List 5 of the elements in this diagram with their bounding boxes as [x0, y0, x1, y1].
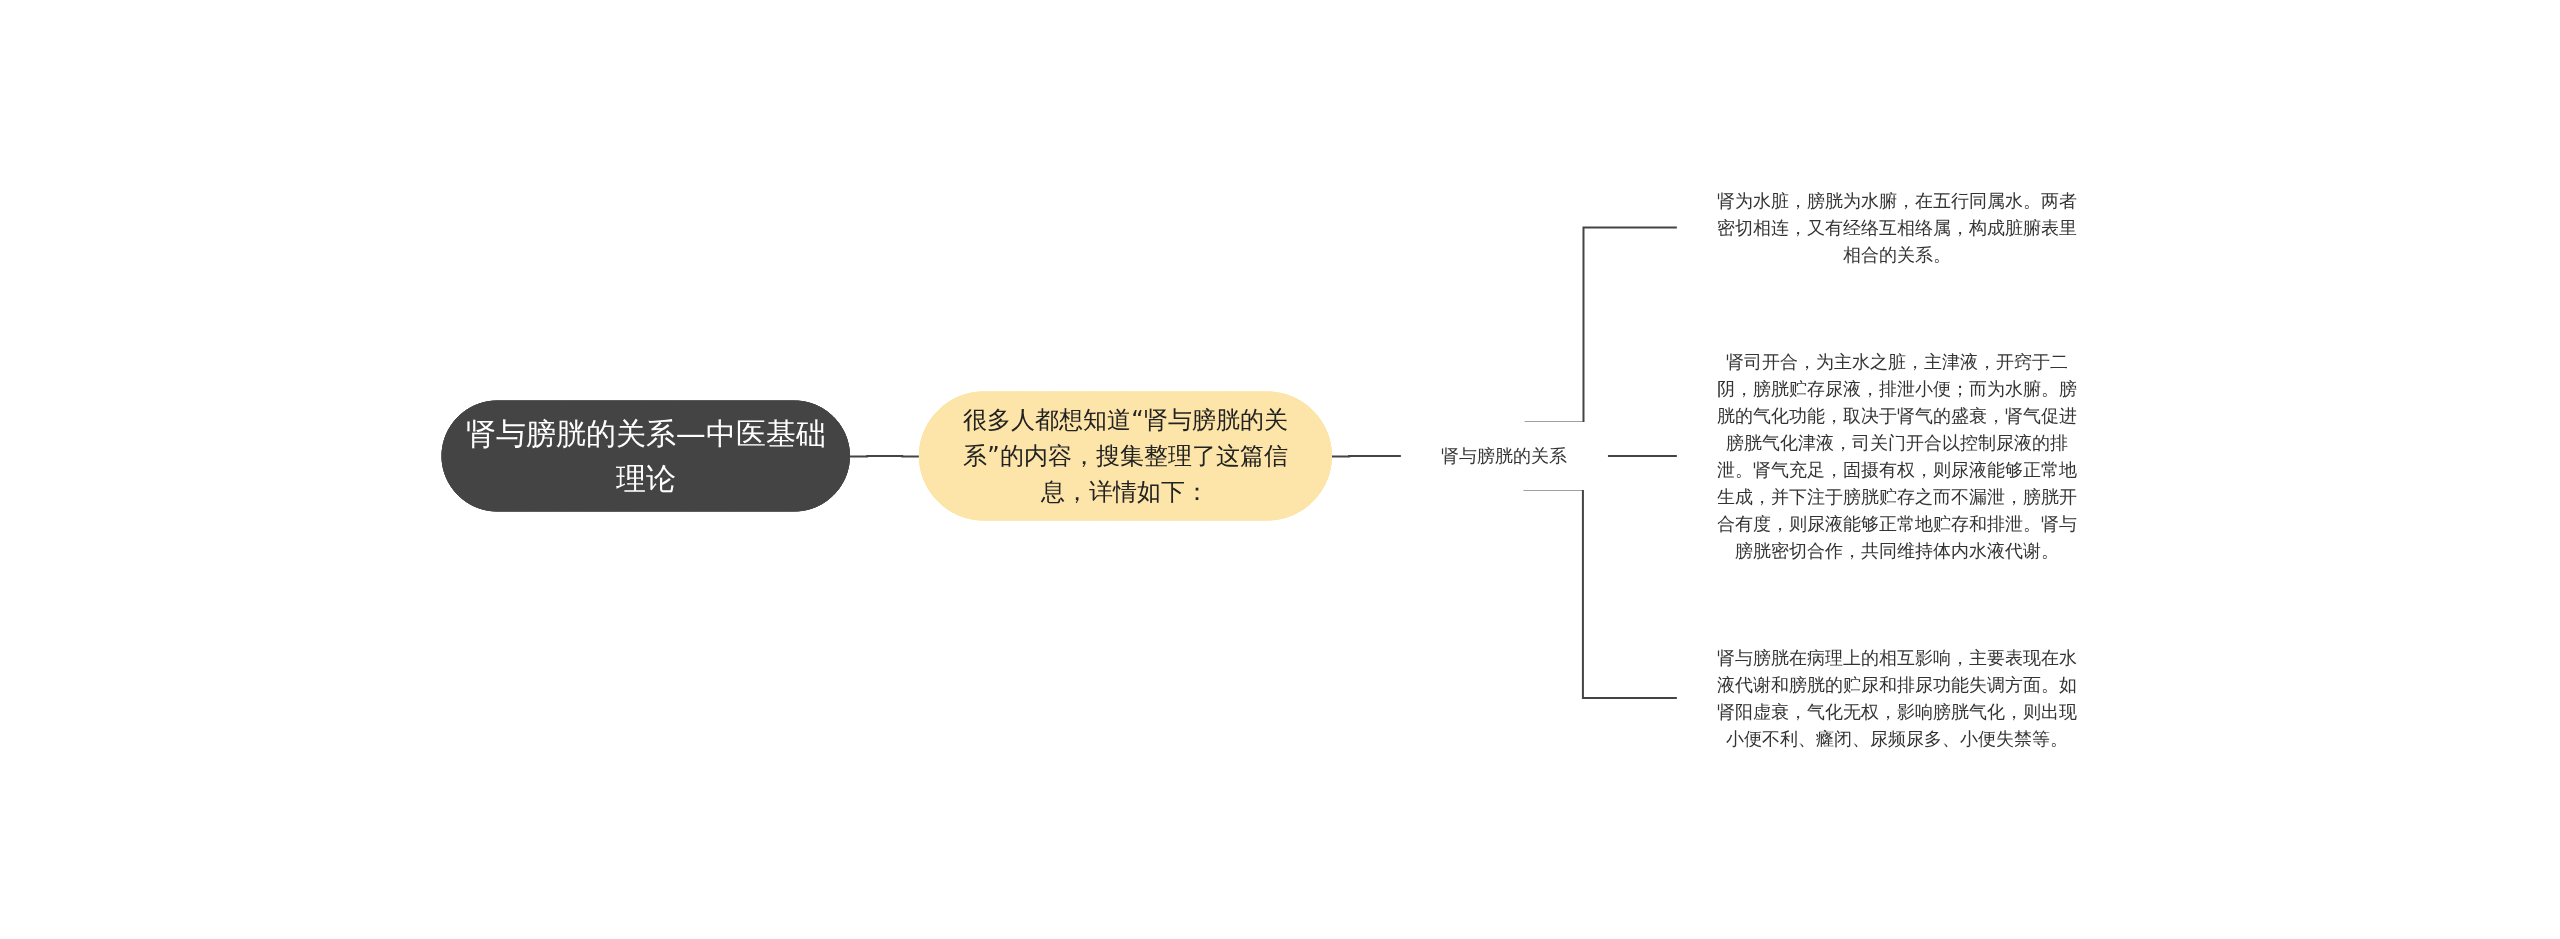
- connector: [1606, 455, 1679, 457]
- connector: [1331, 455, 1403, 458]
- node-text: 肾与膀胱在病理上的相互影响，主要表现在水液代谢和膀胱的贮尿和排尿功能失调方面。如肾阳虚衰，气化无权，影响膀胱气化，则出现小便不利、癃闭、尿频尿多、小便失禁等。: [1717, 646, 2078, 749]
- node-text: 肾为水脏，膀胱为水腑，在五行同属水。两者密切相连，又有经络互相络属，构成脏腑表里相合的关系。: [1717, 190, 2078, 265]
- node-text: 肾司开合，为主水之脏，主津液，开窍于二阴，膀胱贮存尿液，排泄小便；而为水腑。膀胱的气化功能，取决于肾气的盛衰，肾气促进膀胱气化津液，司关门开合以控制尿液的排泄。肾气充足，固摄有权，则尿液能够正常地生成，并下注于膀胱贮存之而不漏泄，膀胱开合有度，则尿液能够正常地贮存和排泄。肾与膀胱密切合作，共同维持体内水液代谢。: [1717, 351, 2078, 561]
